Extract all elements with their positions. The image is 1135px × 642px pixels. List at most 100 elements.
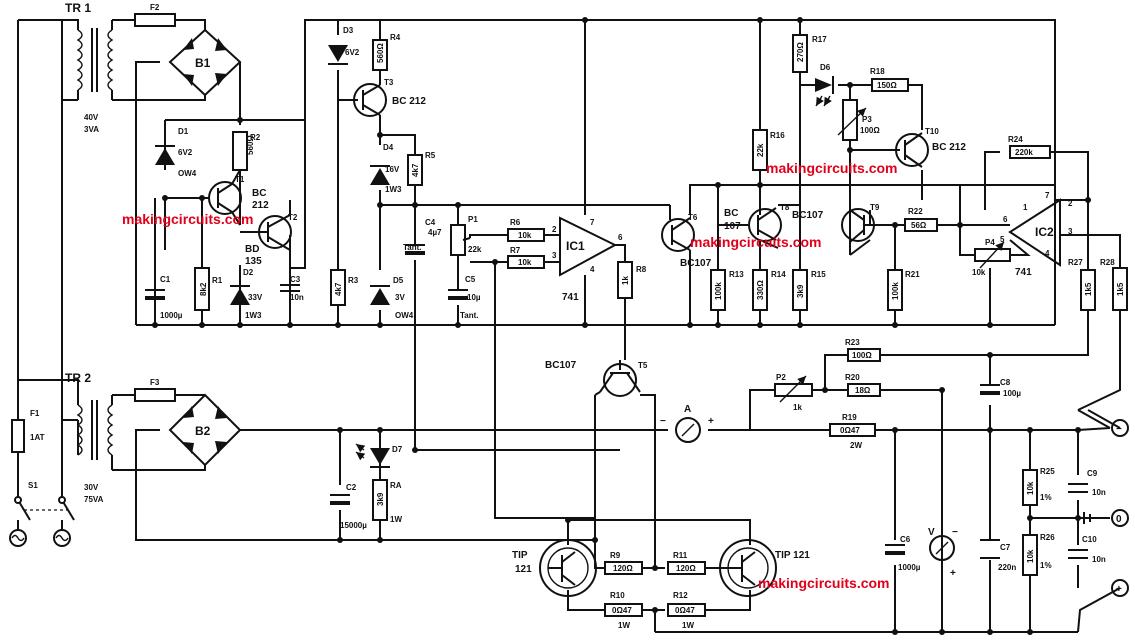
potentiometer-p3: P3 100Ω [837,99,880,141]
svg-text:T8: T8 [780,203,790,212]
d1-label: D1 [178,127,189,136]
diode-d1: D1 6V2 OW4 [155,127,197,178]
svg-text:T10: T10 [925,127,939,136]
svg-text:741: 741 [562,292,579,303]
mains-inputs [9,529,71,547]
svg-text:R25: R25 [1040,467,1055,476]
terminal-negative: − [1111,419,1129,437]
svg-text:0Ω47: 0Ω47 [675,606,695,615]
svg-text:−: − [1116,424,1122,435]
svg-text:R12: R12 [673,591,688,600]
svg-text:560Ω: 560Ω [246,135,255,155]
switch-s1: S1 [14,478,75,530]
bridge-b2: B2 [168,393,242,467]
svg-text:107: 107 [724,221,741,232]
svg-text:R28: R28 [1100,258,1115,267]
svg-text:R14: R14 [771,270,786,279]
svg-text:120Ω: 120Ω [676,564,696,573]
svg-text:C7: C7 [1000,543,1011,552]
svg-text:1000µ: 1000µ [160,311,183,320]
svg-text:P1: P1 [468,215,478,224]
svg-text:T1: T1 [235,175,245,184]
svg-text:4: 4 [1045,249,1050,258]
svg-text:2W: 2W [850,441,862,450]
d1-value: 6V2 [178,148,193,157]
capacitor-c6: C6 1000µ [885,535,921,572]
svg-text:1k: 1k [621,276,630,285]
resistor-r13: R13 100k [710,269,744,311]
capacitor-c2: C2 15000µ [330,483,367,530]
resistor-r2: R2 560Ω [232,131,261,171]
resistor-r19: R19 0Ω47 2W [829,413,876,450]
svg-text:C1: C1 [160,275,171,284]
capacitor-c7: C7 220n [980,539,1016,572]
capacitor-c3: C3 10n [280,275,304,302]
ammeter: A − + [660,404,714,443]
svg-text:R21: R21 [905,270,920,279]
diode-d3: D3 6V2 [328,26,360,65]
transistor-t7: BC 107 [724,208,741,232]
svg-text:T2: T2 [288,213,298,222]
b1-label: B1 [195,56,211,70]
svg-text:Tant.: Tant. [460,311,479,320]
svg-text:V: V [928,527,935,538]
resistor-r5: R5 4k7 [407,151,436,186]
transistor-tip-left: TIP 121 [512,539,597,597]
svg-text:560Ω: 560Ω [376,43,385,63]
resistor-r18: R18 150Ω [870,67,909,92]
transformer-tr2: TR 2 30V 75VA [65,371,114,504]
tr2-label: TR 2 [65,371,91,385]
svg-text:3k9: 3k9 [796,284,805,298]
svg-text:IC1: IC1 [566,239,585,253]
resistor-r12: R12 0Ω47 1W [667,591,706,630]
potentiometer-p1: P1 22k [450,215,482,256]
d7-label: D7 [392,445,403,454]
capacitor-c5: C5 10µ Tant. [448,275,481,320]
watermark-3: makingcircuits.com [690,234,822,250]
resistor-r25: R25 10k 1% [1022,467,1055,506]
transistor-t5: T5 BC107 [545,360,648,397]
d1-type: OW4 [178,169,197,178]
svg-text:C8: C8 [1000,378,1011,387]
capacitor-c8: C8 100µ [980,378,1021,398]
svg-text:TIP 121: TIP 121 [775,550,810,561]
tr2-rating-va: 75VA [84,495,104,504]
svg-text:P3: P3 [862,115,872,124]
watermark-4: makingcircuits.com [758,575,890,591]
d5-label: D5 [393,276,404,285]
svg-text:T9: T9 [870,203,880,212]
svg-text:10n: 10n [1092,488,1106,497]
resistor-r24: R24 220k [1008,135,1051,159]
svg-text:10k: 10k [518,231,532,240]
resistor-r9: R9 120Ω [604,551,643,575]
resistor-r22: R22 56Ω [904,207,938,232]
resistor-r1: R1 8k2 [194,267,223,311]
svg-text:1%: 1% [1040,493,1052,502]
fuse-f1: F1 1AT [11,409,45,453]
svg-text:0Ω47: 0Ω47 [612,606,632,615]
junctions [152,17,1091,635]
resistor-r21: R21 100k [887,269,920,311]
svg-text:C4: C4 [425,218,436,227]
svg-text:C2: C2 [346,483,357,492]
diode-d5: D5 3V OW4 [370,276,414,320]
svg-text:R26: R26 [1040,533,1055,542]
resistor-r8: R8 1k [617,261,647,299]
transistor-t2: T2 BD 135 [240,200,298,267]
svg-text:7: 7 [1045,191,1050,200]
svg-text:+: + [1116,584,1122,595]
d2-type: 1W3 [245,311,262,320]
wires [17,19,1121,633]
svg-text:22k: 22k [468,245,482,254]
svg-text:R27: R27 [1068,258,1083,267]
resistor-r16: R16 22k [752,129,785,171]
svg-text:100Ω: 100Ω [860,126,880,135]
svg-text:T6: T6 [688,213,698,222]
svg-text:1W: 1W [682,621,694,630]
resistor-r11: R11 120Ω [667,551,706,575]
s1-label: S1 [28,481,38,490]
d3-value: 6V2 [345,48,360,57]
led-d7: D7 [355,443,403,468]
svg-text:BC107: BC107 [792,210,824,221]
